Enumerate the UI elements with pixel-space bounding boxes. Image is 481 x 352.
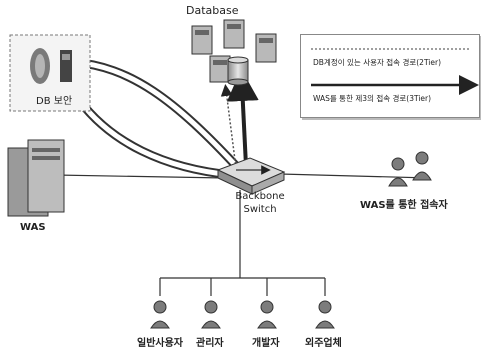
was-users-label: WAS를 통한 접속자	[360, 200, 448, 211]
user-icons	[150, 300, 335, 329]
db-server-1	[191, 25, 213, 55]
user-label-4: 외주업체	[305, 338, 342, 349]
was-server	[7, 139, 65, 217]
user-icon-1	[150, 300, 170, 329]
database-label: Database	[186, 4, 239, 17]
user-icon-4	[315, 300, 335, 329]
db-access-paths	[220, 69, 259, 169]
was-user-icon-2	[412, 151, 432, 181]
user-icon-2	[201, 300, 221, 329]
was-user-icon-1	[388, 157, 408, 187]
line-switch-to-was-users	[279, 173, 431, 179]
legend: DB계정이 있는 사용자 접속 경로(2Tier) WAS를 통한 제3의 접속…	[300, 34, 480, 118]
solid-path	[226, 69, 259, 167]
user-label-3: 개발자	[252, 338, 280, 349]
db-server-4	[209, 55, 231, 83]
backbone-switch-label-line1: Backbone	[235, 191, 285, 202]
legend-item-2tier: DB계정이 있는 사용자 접속 경로(2Tier)	[313, 58, 442, 67]
database-cluster	[191, 19, 277, 86]
backbone-switch-label: Backbone Switch	[232, 190, 288, 216]
connection-lines	[54, 173, 431, 296]
line-switch-to-was	[54, 174, 226, 179]
user-label-1: 일반사용자	[137, 338, 183, 349]
dotted-path	[220, 84, 237, 169]
was-users	[388, 151, 432, 187]
user-label-2: 관리자	[196, 338, 224, 349]
backbone-switch	[216, 157, 286, 195]
db-server-3	[255, 33, 277, 63]
db-cylinder	[227, 56, 249, 86]
db-security-label: DB 보안	[36, 96, 73, 107]
db-server-2	[223, 19, 245, 49]
user-icon-3	[257, 300, 277, 329]
was-label: WAS	[20, 222, 46, 233]
legend-lines	[311, 48, 479, 95]
legend-item-3tier: WAS를 통한 제3의 접속 경로(3Tier)	[313, 94, 432, 103]
db-security-box	[9, 34, 91, 112]
backbone-switch-label-line2: Switch	[243, 204, 277, 215]
